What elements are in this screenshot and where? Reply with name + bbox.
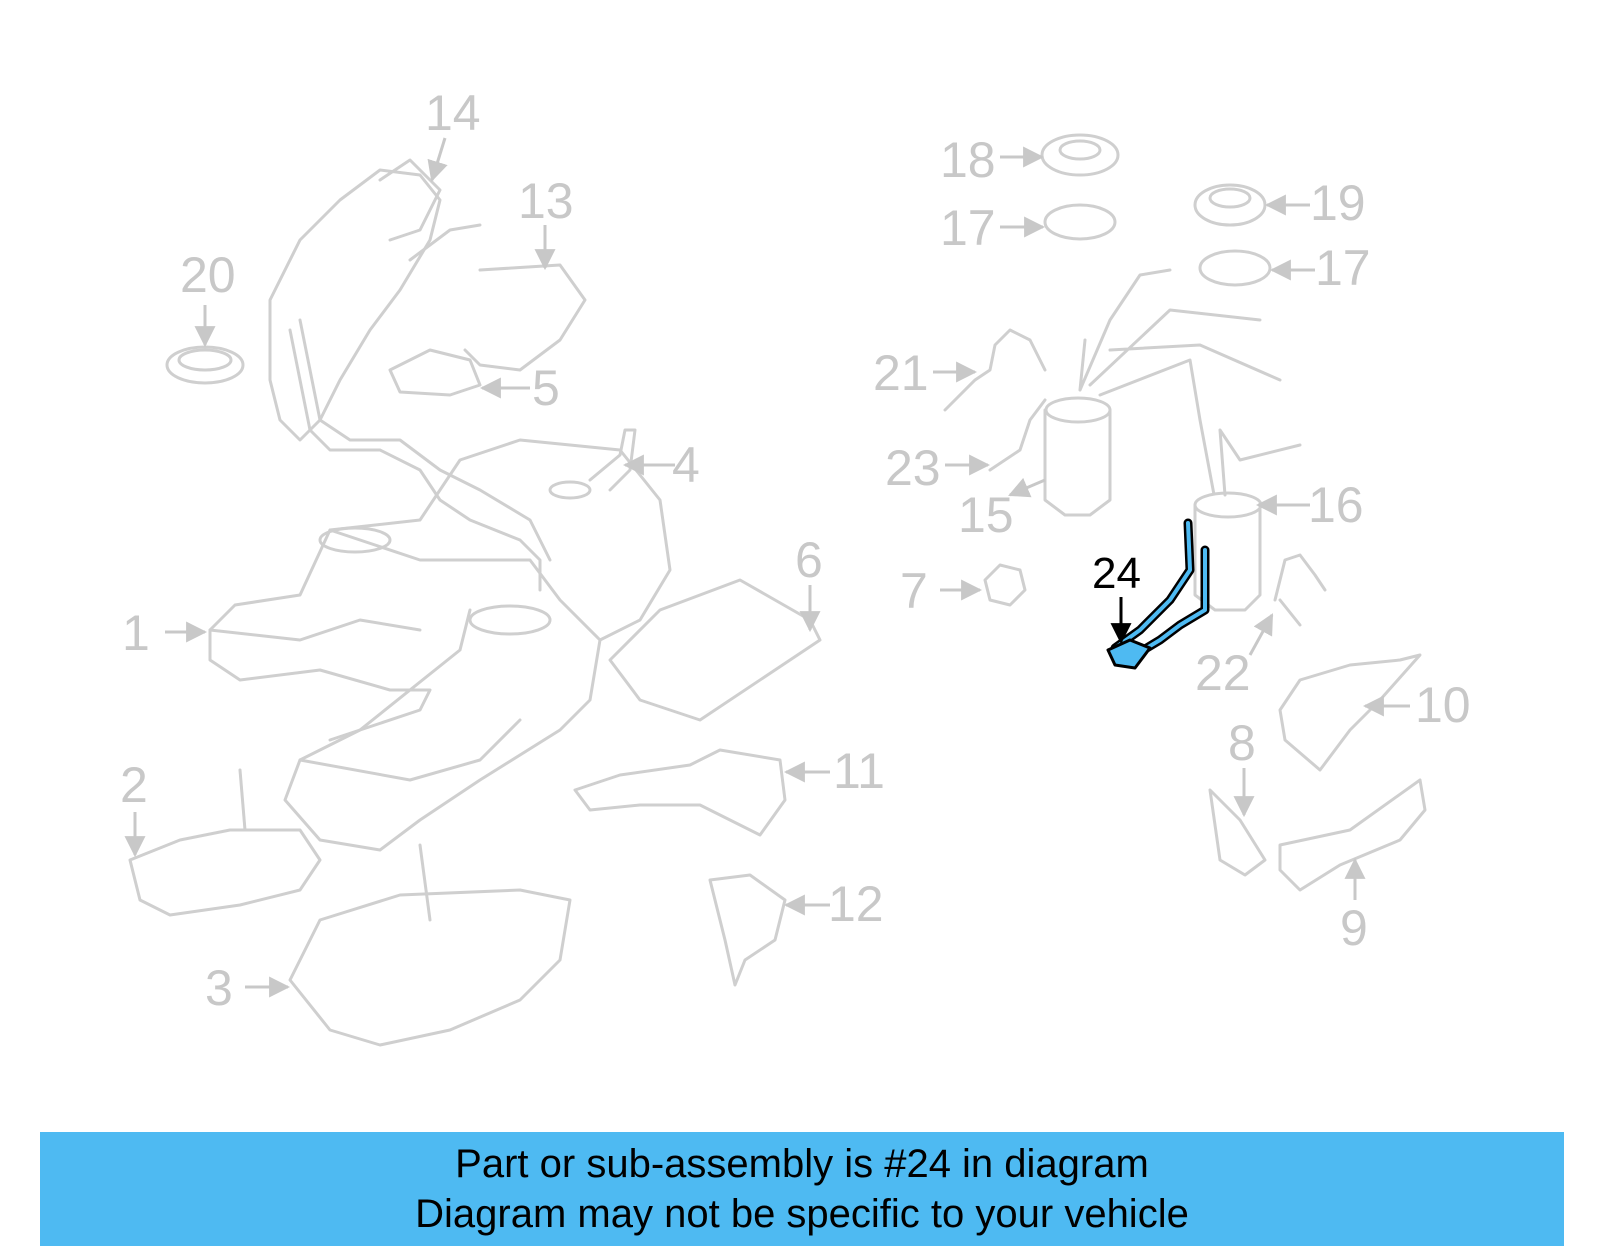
part-22-sensor bbox=[1273, 553, 1327, 627]
part-20-lock-ring bbox=[165, 345, 245, 385]
callout-5: 5 bbox=[532, 360, 560, 416]
callout-7: 7 bbox=[900, 563, 928, 619]
callout-17-lower: 17 bbox=[1315, 240, 1371, 296]
part-7-valve bbox=[983, 563, 1027, 607]
callout-6: 6 bbox=[795, 532, 823, 588]
fuel-lines-harness bbox=[1078, 268, 1282, 502]
part-14-filler-neck bbox=[268, 158, 552, 592]
callout-8: 8 bbox=[1228, 715, 1256, 771]
part-21-sensor bbox=[943, 328, 1047, 412]
part-9-brace bbox=[1278, 778, 1427, 892]
part-1-fuel-tank bbox=[208, 438, 672, 852]
part-3-strap bbox=[418, 843, 432, 922]
part-23-bracket bbox=[988, 398, 1047, 472]
part-10-shield bbox=[1278, 653, 1422, 772]
part-5-cover bbox=[388, 348, 482, 397]
part-11-shield bbox=[573, 748, 787, 837]
callout-19: 19 bbox=[1310, 175, 1366, 231]
callout-3: 3 bbox=[205, 960, 233, 1016]
callout-16: 16 bbox=[1308, 477, 1364, 533]
callout-17-upper: 17 bbox=[940, 200, 996, 256]
banner-disclaimer: Diagram may not be specific to your vehi… bbox=[415, 1192, 1189, 1236]
part-8-bracket bbox=[1208, 788, 1267, 877]
callout-22: 22 bbox=[1195, 645, 1251, 701]
callout-24-highlighted: 24 bbox=[1092, 549, 1141, 598]
callout-labels: 1 2 3 4 5 6 7 8 9 10 11 12 13 14 15 16 1… bbox=[120, 85, 1471, 1016]
callout-10: 10 bbox=[1415, 677, 1471, 733]
part-19-flange bbox=[1193, 183, 1267, 227]
callout-13: 13 bbox=[518, 173, 574, 229]
callout-2: 2 bbox=[120, 757, 148, 813]
part-15-fuel-pump bbox=[1043, 396, 1112, 517]
callout-1: 1 bbox=[122, 605, 150, 661]
part-2-strap bbox=[238, 768, 247, 832]
part-3-skid-plate bbox=[288, 888, 572, 1047]
callout-14: 14 bbox=[425, 85, 481, 141]
callout-20: 20 bbox=[180, 247, 236, 303]
part-16-fuel-pump bbox=[1193, 428, 1302, 612]
part-24-fuel-line-assembly bbox=[1106, 518, 1210, 670]
leader-lines bbox=[124, 137, 1410, 998]
part-17-seal-upper bbox=[1043, 203, 1117, 241]
part-2-shield bbox=[128, 828, 322, 917]
part-18-flange bbox=[1040, 133, 1120, 177]
callout-4: 4 bbox=[672, 437, 700, 493]
callout-9: 9 bbox=[1340, 900, 1368, 956]
banner-part-note: Part or sub-assembly is #24 in diagram bbox=[455, 1142, 1149, 1186]
part-17-seal-lower bbox=[1198, 249, 1272, 287]
callout-21: 21 bbox=[873, 345, 929, 401]
callout-15: 15 bbox=[958, 487, 1014, 543]
callout-23: 23 bbox=[885, 440, 941, 496]
callout-11: 11 bbox=[833, 743, 885, 799]
part-13-vent-line bbox=[463, 263, 587, 372]
callout-12: 12 bbox=[828, 876, 884, 932]
info-banner: Part or sub-assembly is #24 in diagram D… bbox=[40, 1132, 1564, 1246]
part-12-shield bbox=[708, 873, 787, 987]
callout-18: 18 bbox=[940, 132, 996, 188]
